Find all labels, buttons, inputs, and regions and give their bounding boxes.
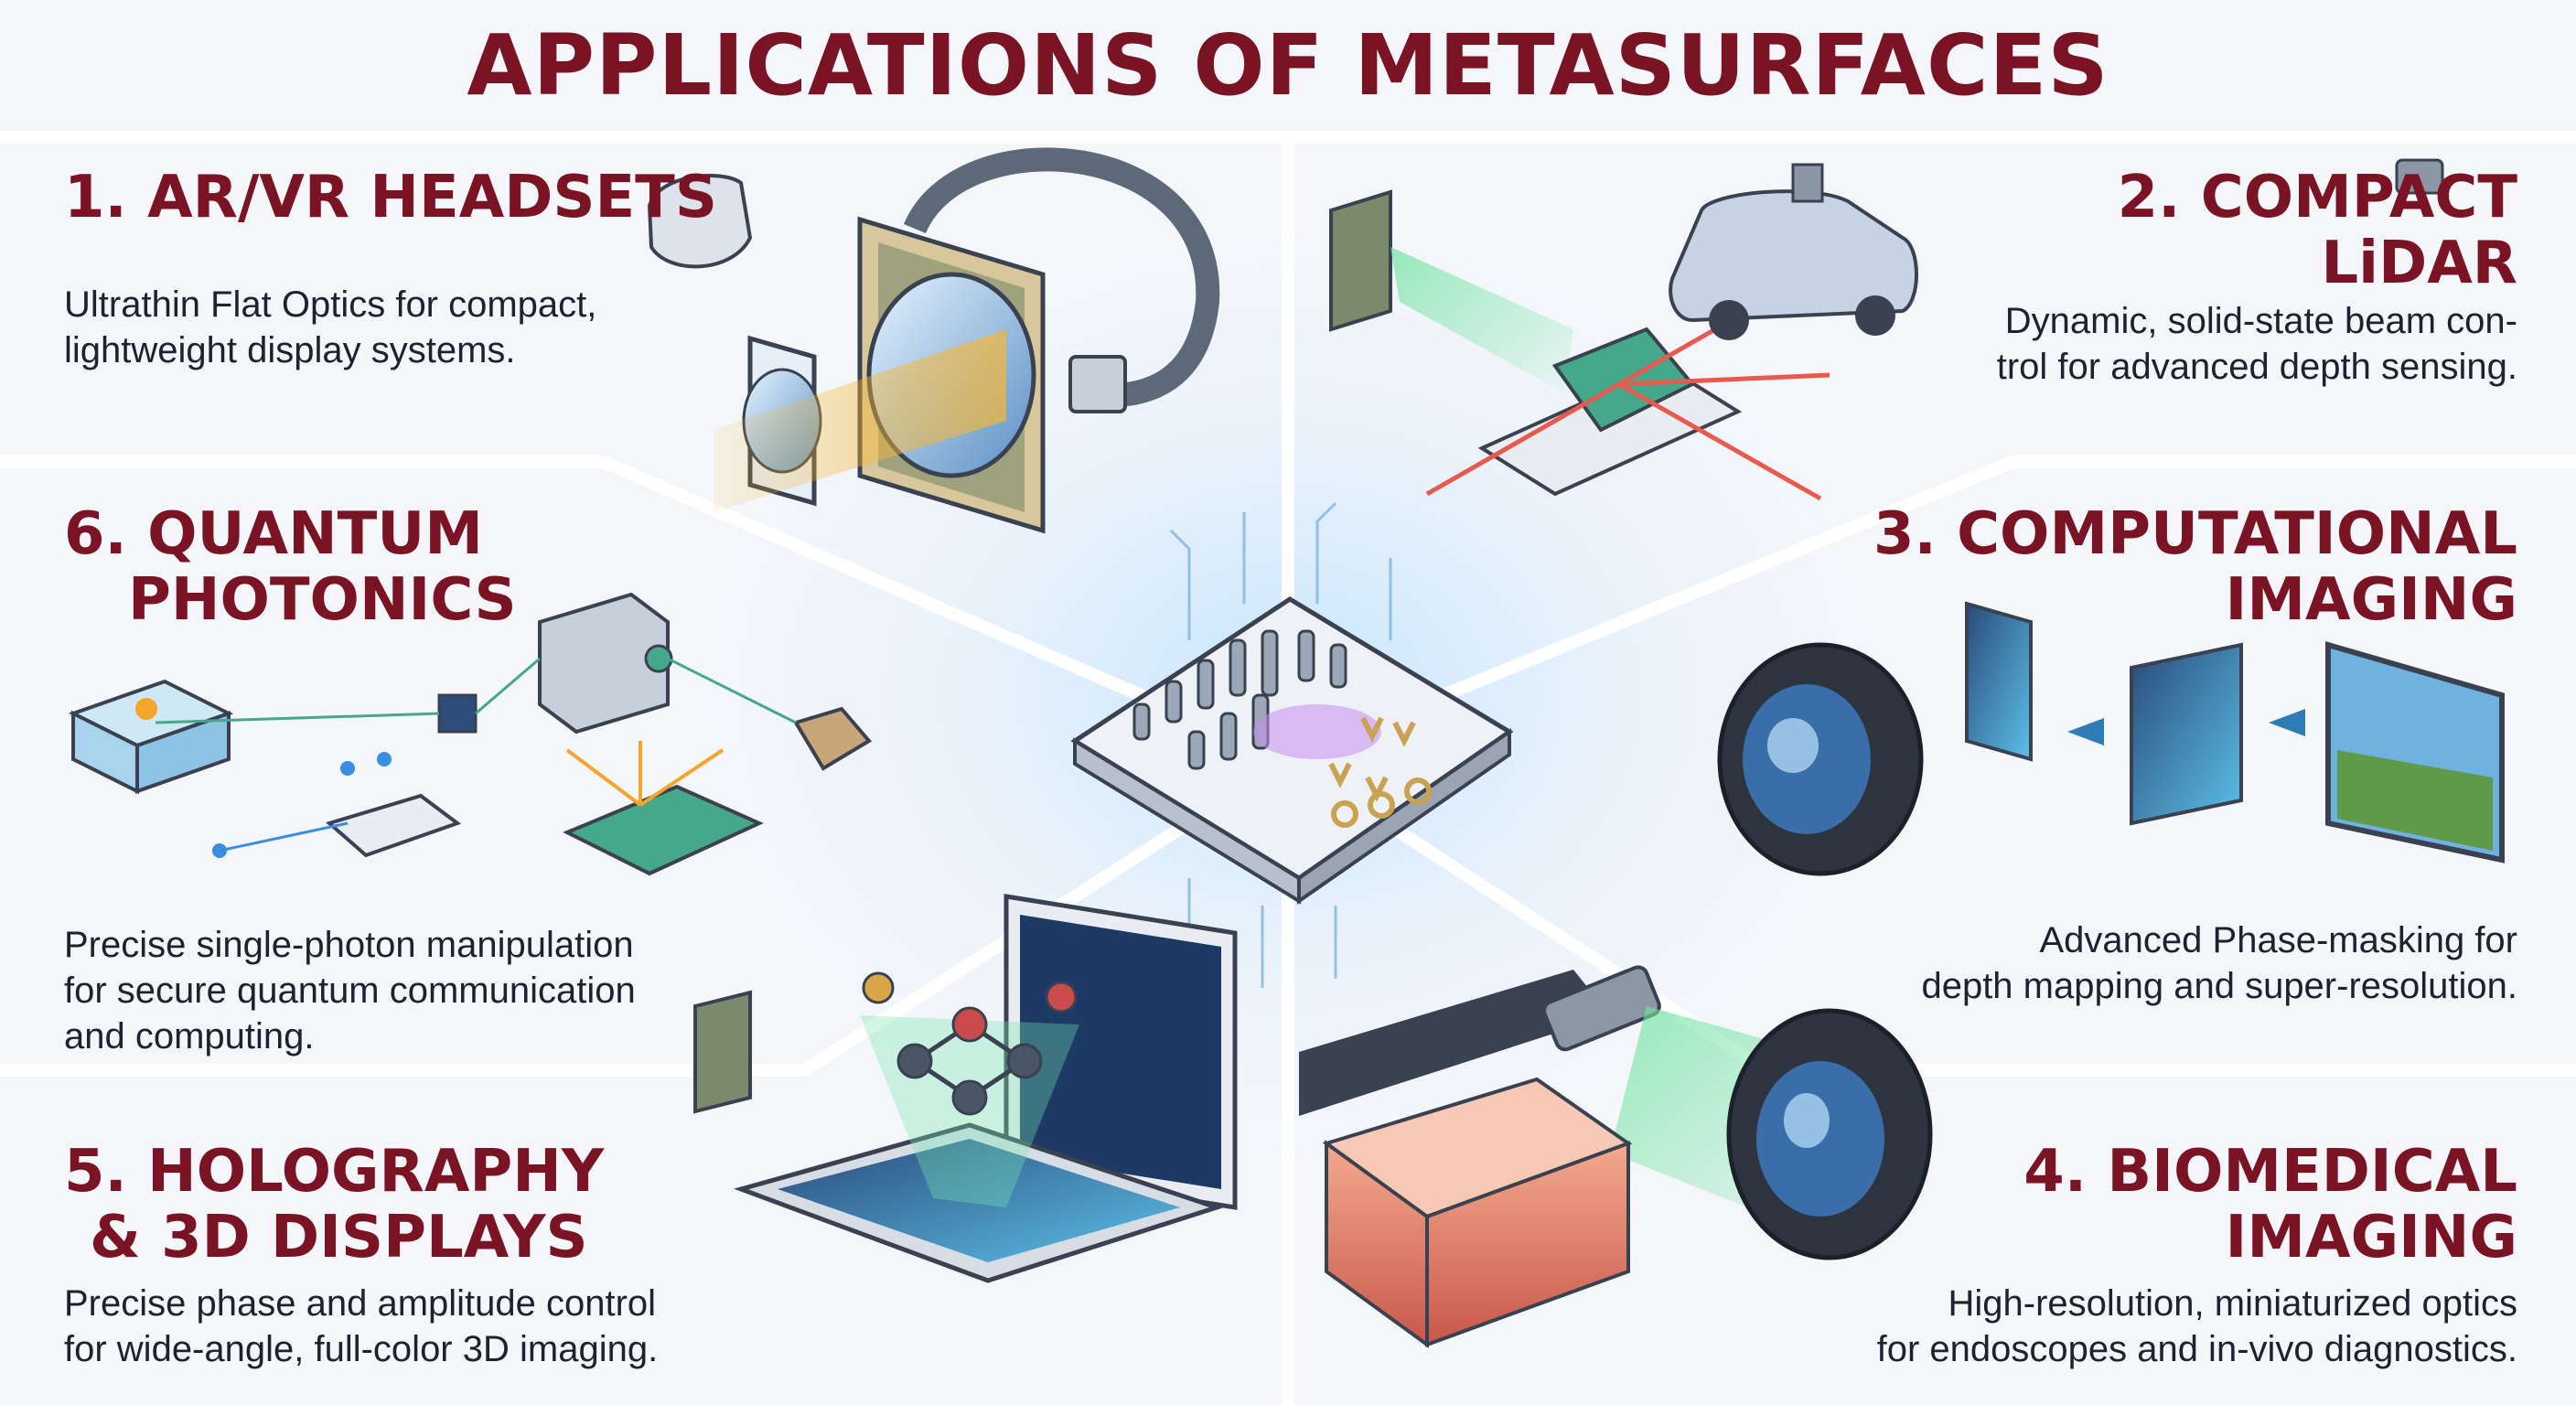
section-5-description: Precise phase and amplitude control for … bbox=[64, 1281, 658, 1372]
section-4-desc-line-2: for endoscopes and in-vivo diagnostics. bbox=[1876, 1329, 2517, 1369]
section-6-desc-line-2: for secure quantum communication bbox=[64, 971, 636, 1011]
section-4-heading: 4. BIOMEDICAL IMAGING bbox=[2023, 1139, 2517, 1271]
section-6-desc-line-1: Precise single-photon manipulation bbox=[64, 925, 634, 965]
section-3-desc-line-2: depth mapping and super-resolution. bbox=[1921, 966, 2517, 1006]
section-5-heading-line-2: & 3D DISPLAYS bbox=[90, 1204, 588, 1271]
section-3-description: Advanced Phase-masking for depth mapping… bbox=[1921, 917, 2517, 1009]
section-6-heading-line-2: PHOTONICS bbox=[128, 566, 517, 634]
section-3-heading-line-1: 3. COMPUTATIONAL bbox=[1873, 500, 2517, 568]
section-5-desc-line-1: Precise phase and amplitude control bbox=[64, 1283, 657, 1324]
section-6-heading-line-1: 6. QUANTUM bbox=[64, 500, 483, 568]
section-4-heading-line-2: IMAGING bbox=[2225, 1204, 2517, 1271]
section-1-desc-line-2: lightweight display systems. bbox=[64, 330, 516, 370]
section-6-description: Precise single-photon manipulation for s… bbox=[64, 922, 636, 1059]
biomedical-imaging-graphic bbox=[1299, 965, 1933, 1348]
quantum-photonics-graphic bbox=[68, 592, 873, 876]
section-1-desc-line-1: Ultrathin Flat Optics for compact, bbox=[64, 284, 597, 325]
holography-graphic bbox=[693, 894, 1238, 1283]
section-5-heading-line-1: 5. HOLOGRAPHY bbox=[64, 1138, 605, 1206]
section-2-heading-line-2: LiDAR bbox=[2321, 230, 2517, 297]
section-3-heading-line-2: IMAGING bbox=[2225, 566, 2517, 634]
metasurface-chip-graphic bbox=[1070, 501, 1514, 988]
section-5-heading: 5. HOLOGRAPHY & 3D DISPLAYS bbox=[64, 1139, 604, 1271]
section-2-description: Dynamic, solid-state beam con- trol for … bbox=[1997, 298, 2517, 390]
section-4-description: High-resolution, miniaturized optics for… bbox=[1877, 1281, 2517, 1372]
section-2-heading: 2. COMPACT LiDAR bbox=[2118, 165, 2517, 296]
lidar-graphic bbox=[1329, 158, 2444, 501]
page-title: APPLICATIONS OF METASURFACES bbox=[467, 16, 2109, 114]
section-1-heading: 1. AR/VR HEADSETS bbox=[64, 164, 717, 231]
computational-imaging-graphic bbox=[1717, 601, 2505, 876]
section-3-heading: 3. COMPUTATIONAL IMAGING bbox=[1873, 501, 2517, 633]
section-6-desc-line-3: and computing. bbox=[64, 1016, 315, 1056]
section-2-heading-line-1: 2. COMPACT bbox=[2117, 164, 2517, 231]
section-2-desc-line-2: trol for advanced depth sensing. bbox=[1996, 347, 2517, 387]
section-4-heading-line-1: 4. BIOMEDICAL bbox=[2023, 1138, 2517, 1206]
section-4-desc-line-1: High-resolution, miniaturized optics bbox=[1948, 1283, 2518, 1324]
section-1-description: Ultrathin Flat Optics for compact, light… bbox=[64, 282, 596, 373]
section-2-desc-line-1: Dynamic, solid-state beam con- bbox=[2004, 301, 2517, 341]
section-5-desc-line-2: for wide-angle, full-color 3D imaging. bbox=[64, 1329, 659, 1369]
arvr-headset-graphic bbox=[647, 147, 1220, 534]
section-6-heading: 6. QUANTUM PHOTONICS bbox=[64, 501, 517, 633]
section-3-desc-line-1: Advanced Phase-masking for bbox=[2039, 920, 2518, 960]
